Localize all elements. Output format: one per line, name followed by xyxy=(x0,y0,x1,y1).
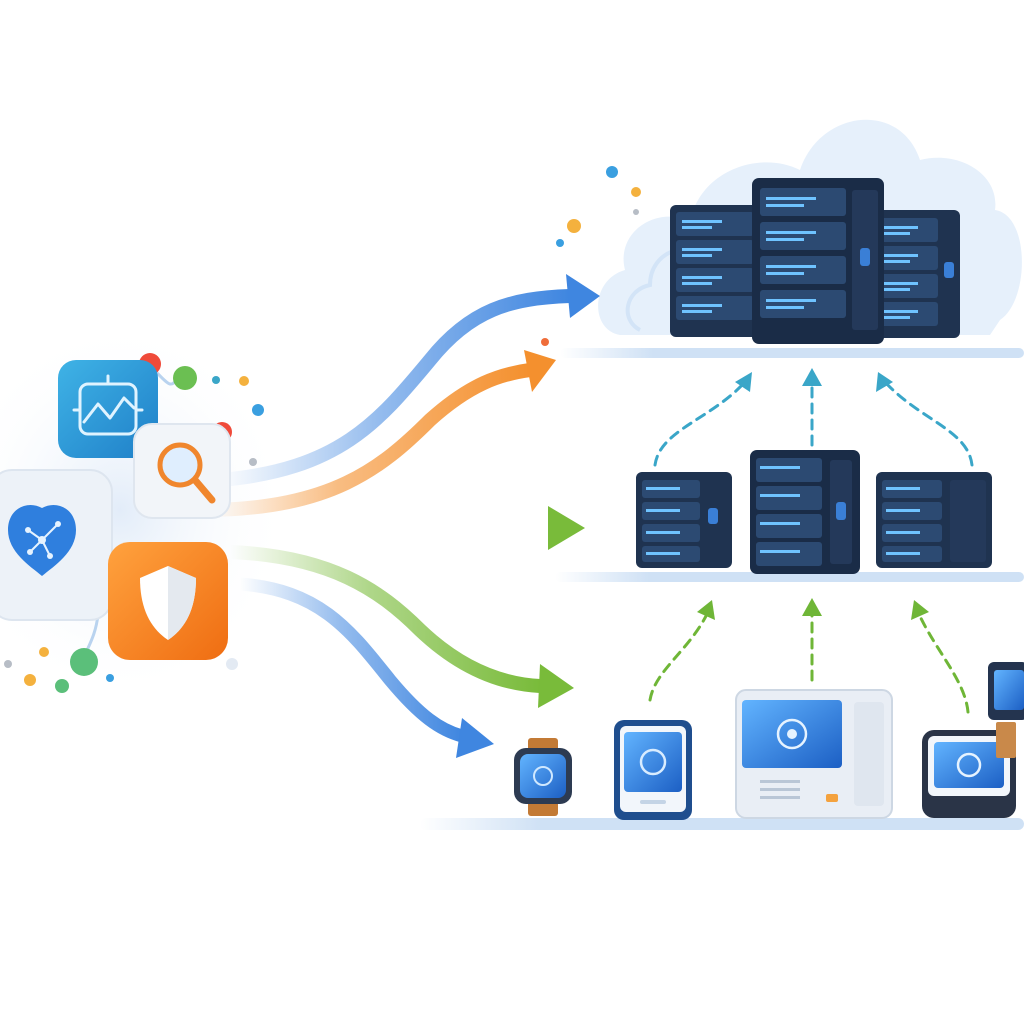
edge-server-right xyxy=(876,472,992,568)
decorative-dots xyxy=(4,166,641,693)
arrow-to-cloud-orange-head xyxy=(524,350,556,392)
magnifier-icon xyxy=(157,442,216,504)
shield-icon xyxy=(140,566,196,640)
flow-arrows xyxy=(203,274,600,758)
cloud-server-center xyxy=(752,178,884,344)
cloud-server-right xyxy=(872,210,960,338)
tile-security[interactable] xyxy=(108,542,228,660)
tile-search[interactable] xyxy=(133,423,231,519)
edge-tier-shelf xyxy=(555,572,1024,582)
smartwatch xyxy=(514,738,572,816)
analytics-chart-icon xyxy=(72,374,144,436)
cloud-tier-shelf xyxy=(560,348,1024,358)
edge-server-center xyxy=(750,450,860,574)
desktop-computer xyxy=(735,689,893,819)
arrow-to-cloud-blue-head xyxy=(566,274,600,318)
monitor xyxy=(988,662,1024,758)
arrow-to-cloud-blue xyxy=(213,289,577,487)
arrow-to-devices-blue xyxy=(233,577,469,743)
heart-network-icon xyxy=(8,504,76,576)
arrow-to-devices-blue-head xyxy=(456,718,494,758)
tile-health-network[interactable] xyxy=(0,469,113,621)
tablet xyxy=(614,720,692,820)
arrow-to-cloud-orange xyxy=(203,363,537,517)
edge-to-cloud-dashed-arrows xyxy=(653,380,974,467)
cloud-server-left xyxy=(670,205,760,337)
smart-display xyxy=(922,730,1016,818)
device-to-edge-arrowheads xyxy=(697,598,929,620)
arrow-to-devices-green-head xyxy=(538,664,574,708)
tile-analytics[interactable] xyxy=(58,360,158,458)
device-to-edge-dashed-arrows xyxy=(648,610,970,714)
edge-to-cloud-arrowheads xyxy=(735,368,893,392)
arrow-to-edge-green-head xyxy=(548,506,585,550)
device-tier-shelf xyxy=(420,818,1024,830)
arrow-to-devices-green xyxy=(223,545,547,693)
edge-server-left xyxy=(636,472,732,568)
